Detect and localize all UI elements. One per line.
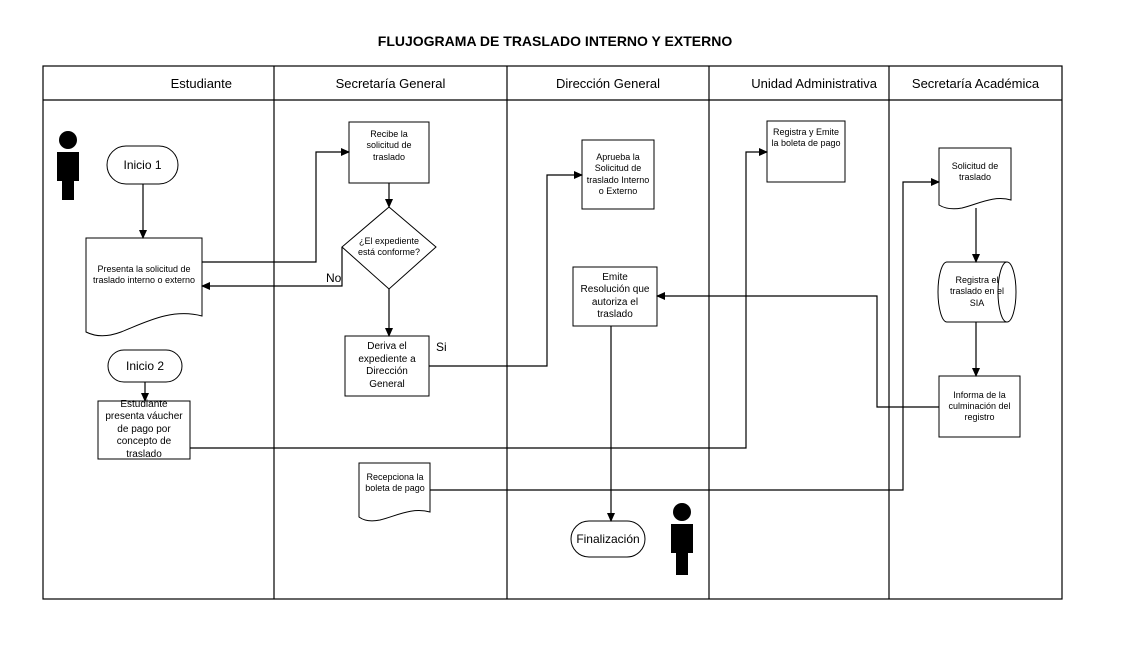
recibe-solicitud-process: [348, 121, 430, 184]
inicio1-label: Inicio 1: [123, 157, 162, 172]
voucher-label: Estudiante presenta váucher de pago por …: [105, 398, 183, 460]
edge-decision-no: [201, 247, 343, 290]
lane-header-secretaria-general: Secretaría General: [335, 75, 446, 91]
aprueba-process: [581, 139, 655, 210]
swimlane-frame: [42, 65, 1063, 600]
recibe-solicitud-label: Recibe la solicitud de traslado: [366, 129, 412, 162]
person-icon: [671, 503, 693, 575]
edge-informa-emite: [656, 292, 939, 408]
solicitud-traslado-label: Solicitud de traslado: [951, 160, 999, 182]
solicitud-traslado-document: [938, 147, 1012, 210]
presenta-solicitud-document: [85, 237, 203, 337]
edge-voucher-registra: [190, 148, 768, 449]
connectors: [139, 148, 980, 522]
edge-presenta-recibe: [202, 148, 350, 263]
emite-resolucion-process: [572, 266, 658, 327]
deriva-label: Deriva el expediente a Dirección General: [358, 341, 416, 390]
recepciona-boleta-document: [358, 462, 431, 522]
informa-label: Informa de la culminación del registro: [948, 389, 1011, 423]
registra-boleta-label: Registra y Emite la boleta de pago: [771, 127, 841, 149]
edge-deriva-aprueba: [429, 171, 583, 367]
recepciona-boleta-label: Recepciona la boleta de pago: [365, 471, 425, 493]
expediente-conforme-label: ¿El expediente está conforme?: [357, 235, 421, 257]
presenta-solicitud-label: Presenta la solicitud de traslado intern…: [92, 263, 196, 285]
emite-resolucion-label: Emite Resolución que autoriza el traslad…: [580, 271, 650, 321]
registra-sia-storage-edge: [997, 261, 1008, 323]
lane-header-direccion-general: Dirección General: [555, 75, 661, 91]
edge-recepciona-solicitud: [430, 178, 940, 491]
diagram-title: FLUJOGRAMA DE TRASLADO INTERNO Y EXTERNO: [377, 33, 733, 49]
registra-sia-label: Registra el traslado en el SIA: [949, 275, 1005, 308]
lane-header-unidad-administrativa: Unidad Administrativa: [751, 75, 877, 91]
edge-label-si: Si: [436, 340, 447, 354]
lane-header-estudiante: Estudiante: [170, 75, 232, 91]
edge-label-no: No: [326, 271, 342, 285]
inicio2-label: Inicio 2: [125, 358, 165, 373]
aprueba-label: Aprueba la Solicitud de traslado Interno…: [586, 152, 650, 196]
lane-header-secretaria-academica: Secretaría Académica: [911, 75, 1040, 91]
informa-process: [938, 375, 1021, 438]
voucher-process: [97, 400, 191, 460]
finalizacion-label: Finalización: [576, 531, 640, 546]
registra-boleta-process: [766, 120, 846, 183]
person-icon: [57, 131, 79, 200]
